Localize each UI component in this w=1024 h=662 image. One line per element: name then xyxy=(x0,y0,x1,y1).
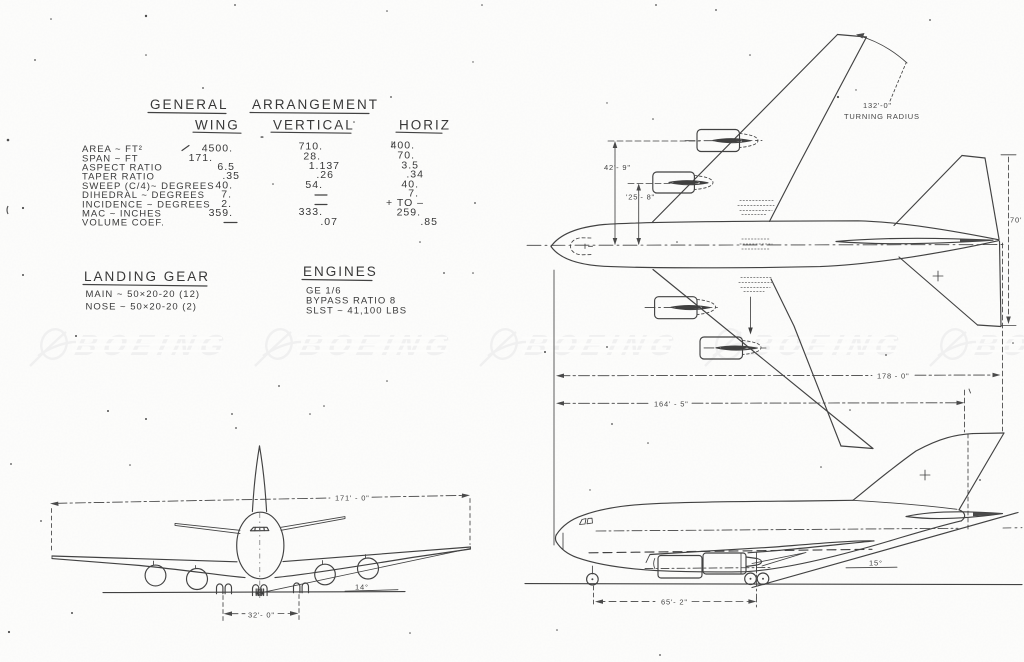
svg-text:GENERAL: GENERAL xyxy=(150,97,229,112)
svg-text:AREA ~ FT²: AREA ~ FT² xyxy=(82,144,143,155)
svg-text:+ TO –: + TO – xyxy=(386,197,424,209)
svg-text:'25'- 8": '25'- 8" xyxy=(626,193,655,202)
svg-text:164' - 5": 164' - 5" xyxy=(654,400,689,409)
svg-text:132'-0": 132'-0" xyxy=(863,101,892,110)
svg-text:42'- 9": 42'- 9" xyxy=(604,163,631,172)
svg-text:ASPECT RATIO: ASPECT RATIO xyxy=(82,163,163,174)
svg-text:HORIZ: HORIZ xyxy=(399,118,451,133)
svg-text:4500.: 4500. xyxy=(202,143,233,155)
svg-text:40.: 40. xyxy=(401,179,419,191)
svg-text:7.: 7. xyxy=(221,189,232,201)
svg-text:MAIN ~ 50×20-20 (12): MAIN ~ 50×20-20 (12) xyxy=(86,289,201,300)
svg-text:14°: 14° xyxy=(355,583,369,592)
svg-text:.35: .35 xyxy=(222,170,240,182)
svg-text:333.: 333. xyxy=(299,206,323,218)
svg-text:SWEEP (C/4)~ DEGREES: SWEEP (C/4)~ DEGREES xyxy=(82,181,215,192)
svg-text:15°: 15° xyxy=(869,559,883,568)
svg-text:171' - 0": 171' - 0" xyxy=(335,494,370,503)
svg-text:171.: 171. xyxy=(189,152,213,164)
svg-text:259.: 259. xyxy=(397,207,421,219)
svg-text:2.: 2. xyxy=(221,198,232,210)
svg-text:400.: 400. xyxy=(391,140,415,152)
svg-text:32'- 0": 32'- 0" xyxy=(248,611,275,620)
svg-text:MAC ~ INCHES: MAC ~ INCHES xyxy=(82,209,162,220)
svg-text:TURNING RADIUS: TURNING RADIUS xyxy=(844,112,920,121)
svg-text:ENGINES: ENGINES xyxy=(303,264,378,279)
svg-text:.34: .34 xyxy=(406,169,424,181)
svg-text:.85: .85 xyxy=(420,216,438,228)
svg-text:BYPASS RATIO 8: BYPASS RATIO 8 xyxy=(306,296,396,307)
svg-text:WING: WING xyxy=(195,118,240,133)
svg-text:.26: .26 xyxy=(316,169,334,181)
svg-text:VOLUME COEF.: VOLUME COEF. xyxy=(82,218,165,229)
svg-text:GE 1/6: GE 1/6 xyxy=(306,286,342,297)
svg-text:3.5: 3.5 xyxy=(401,160,419,172)
svg-text:40.: 40. xyxy=(215,180,233,192)
svg-text:1.137: 1.137 xyxy=(309,160,340,172)
svg-text:28.: 28. xyxy=(303,151,321,163)
svg-text:SPAN ~ FT: SPAN ~ FT xyxy=(82,154,139,165)
svg-text:INCIDENCE ~ DEGREES: INCIDENCE ~ DEGREES xyxy=(82,200,211,211)
svg-text:NOSE ~ 50×20-20 (2): NOSE ~ 50×20-20 (2) xyxy=(86,302,197,313)
svg-text:710.: 710. xyxy=(299,141,323,153)
svg-text:7.: 7. xyxy=(408,188,419,200)
svg-text:DIHEDRAL ~ DEGREES: DIHEDRAL ~ DEGREES xyxy=(82,190,205,201)
svg-text:70.: 70. xyxy=(397,150,415,162)
svg-text:LANDING GEAR: LANDING GEAR xyxy=(84,269,210,284)
svg-text:178 - 0": 178 - 0" xyxy=(877,372,909,381)
svg-text:SLST ~ 41,100 LBS: SLST ~ 41,100 LBS xyxy=(306,306,407,317)
svg-text:TAPER RATIO: TAPER RATIO xyxy=(82,172,155,183)
svg-text:ARRANGEMENT: ARRANGEMENT xyxy=(252,97,379,112)
svg-text:6.5: 6.5 xyxy=(217,161,235,173)
svg-text:54.: 54. xyxy=(305,179,323,191)
svg-text:65'- 2": 65'- 2" xyxy=(661,598,688,607)
svg-text:70': 70' xyxy=(1010,216,1022,225)
svg-text:.07: .07 xyxy=(320,216,338,228)
svg-text:VERTICAL: VERTICAL xyxy=(273,118,355,133)
svg-text:359.: 359. xyxy=(209,207,233,219)
